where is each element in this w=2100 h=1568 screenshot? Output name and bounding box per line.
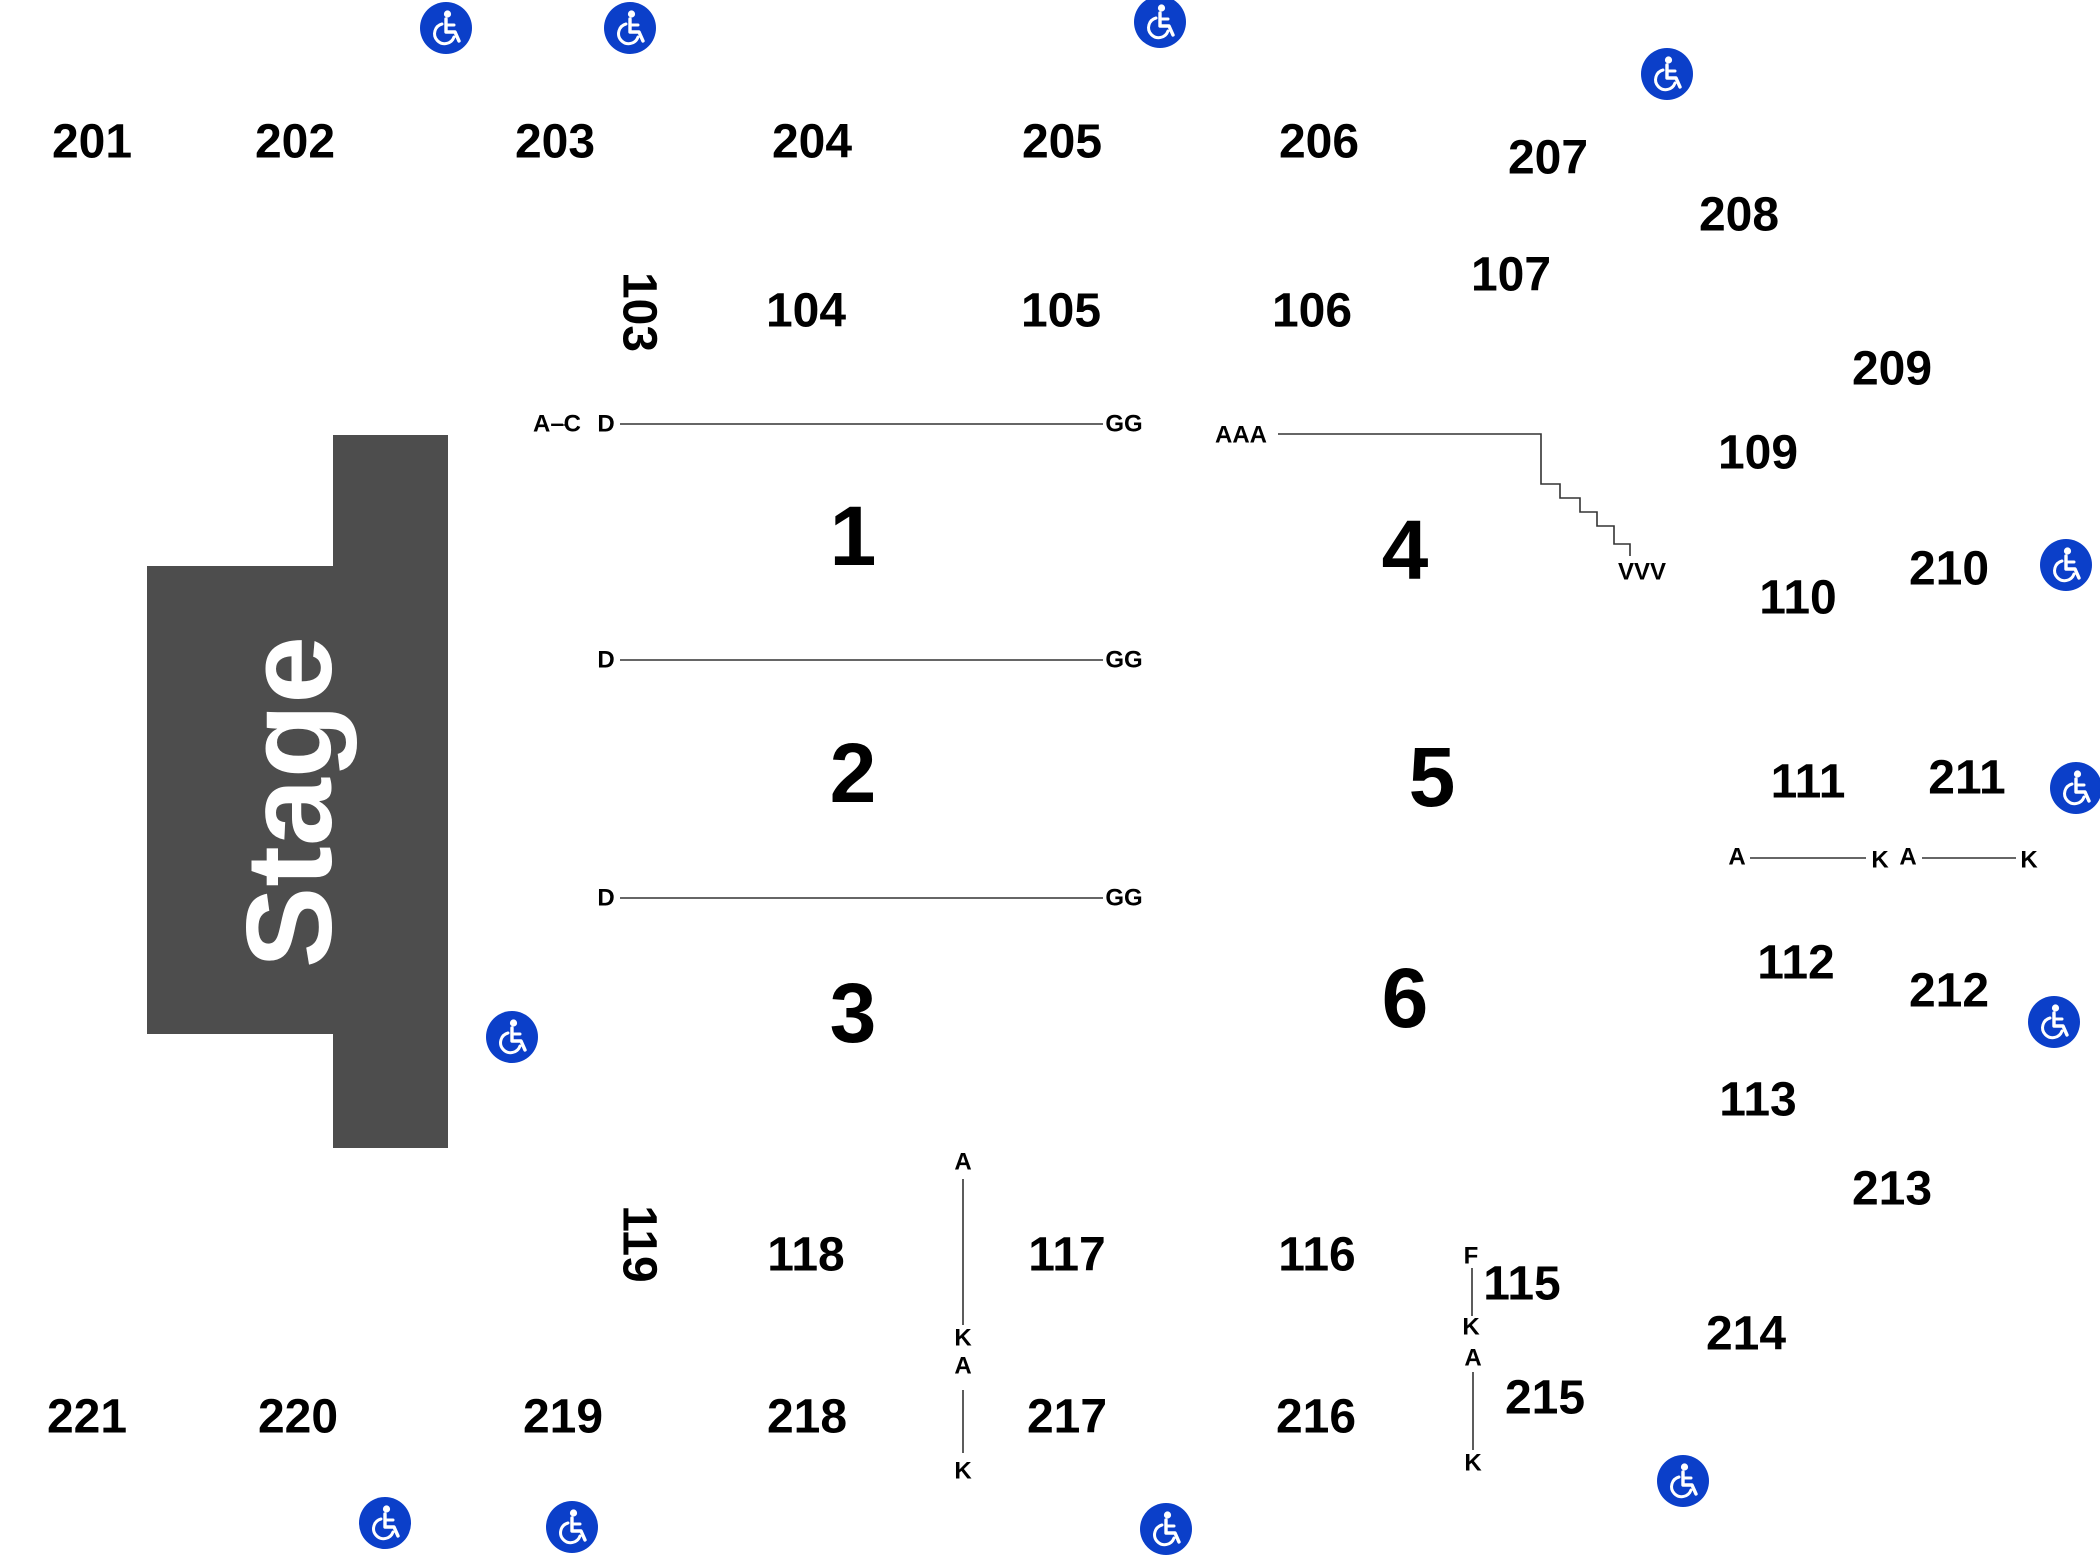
floor-sections: 1 2 3 4 5 6 [830, 489, 1456, 1060]
floor-section-5[interactable]: 5 [1409, 730, 1456, 824]
row-labels: A–C D GG D GG D GG AAA VVV A K A K A K A… [533, 410, 2038, 1484]
wheelchair-icon[interactable] [1655, 1453, 1711, 1509]
section-111[interactable]: 111 [1771, 756, 1846, 809]
wheelchair-icon[interactable] [2038, 537, 2094, 593]
section-105[interactable]: 105 [1021, 285, 1101, 338]
row-label-aaa: AAA [1215, 421, 1267, 448]
section-213[interactable]: 213 [1852, 1163, 1932, 1216]
floor-section-4[interactable]: 4 [1382, 503, 1429, 597]
section-106[interactable]: 106 [1272, 285, 1352, 338]
section-115[interactable]: 115 [1483, 1258, 1560, 1311]
section-107[interactable]: 107 [1471, 249, 1551, 302]
section-119[interactable]: 119 [612, 1205, 665, 1282]
section-110[interactable]: 110 [1759, 572, 1836, 625]
row-label-117-k: K [954, 1324, 972, 1351]
section-103[interactable]: 103 [612, 272, 665, 352]
section-206[interactable]: 206 [1279, 116, 1359, 169]
row-label-215-k: K [1464, 1449, 1482, 1476]
section-203[interactable]: 203 [515, 116, 595, 169]
section-117[interactable]: 117 [1028, 1229, 1105, 1282]
row-label-d-2: D [597, 646, 614, 673]
row-label-gg-3: GG [1105, 884, 1142, 911]
stage-label: Stage [221, 636, 357, 968]
row-label-111-k: K [1871, 846, 1889, 873]
row-label-217-a: A [954, 1352, 971, 1379]
wheelchair-icon[interactable] [418, 0, 474, 56]
wheelchair-icon[interactable] [2048, 760, 2100, 816]
row-label-215-a: A [1464, 1344, 1481, 1371]
section-209[interactable]: 209 [1852, 343, 1932, 396]
floor-section-2[interactable]: 2 [830, 726, 877, 820]
stage[interactable]: Stage [147, 435, 448, 1148]
section-211[interactable]: 211 [1928, 752, 2005, 805]
row-label-211-k: K [2020, 846, 2038, 873]
section-207[interactable]: 207 [1508, 132, 1588, 185]
stage-shape [147, 435, 448, 1148]
section-202[interactable]: 202 [255, 116, 335, 169]
row-label-217-k: K [954, 1457, 972, 1484]
section-219[interactable]: 219 [523, 1391, 603, 1444]
section-104[interactable]: 104 [766, 285, 846, 338]
floor-section-3[interactable]: 3 [830, 966, 877, 1060]
section-201[interactable]: 201 [52, 116, 132, 169]
section-208[interactable]: 208 [1699, 189, 1779, 242]
section-216[interactable]: 216 [1276, 1391, 1356, 1444]
section-109[interactable]: 109 [1718, 427, 1798, 480]
section-116[interactable]: 116 [1278, 1229, 1355, 1282]
section-210[interactable]: 210 [1909, 543, 1989, 596]
lower-level-sections: 103 104 105 106 107 109 110 111 112 113 … [612, 249, 1845, 1311]
row-label-d-1: D [597, 410, 614, 437]
row-label-115-k: K [1462, 1313, 1480, 1340]
row-line-section-4-stepped [1278, 433, 1631, 556]
section-214[interactable]: 214 [1706, 1308, 1786, 1361]
upper-level-sections: 201 202 203 204 205 206 207 208 209 210 … [47, 116, 2006, 1444]
section-113[interactable]: 113 [1719, 1074, 1796, 1127]
row-label-gg-2: GG [1105, 646, 1142, 673]
row-label-a-c: A–C [533, 410, 581, 437]
wheelchair-icon[interactable] [484, 1009, 540, 1065]
section-112[interactable]: 112 [1757, 937, 1834, 990]
wheelchair-icon[interactable] [1639, 46, 1695, 102]
row-label-gg-1: GG [1105, 410, 1142, 437]
wheelchair-icon[interactable] [602, 0, 658, 56]
row-label-111-a: A [1728, 843, 1745, 870]
section-221[interactable]: 221 [47, 1391, 127, 1444]
floor-section-1[interactable]: 1 [830, 489, 877, 583]
section-220[interactable]: 220 [258, 1391, 338, 1444]
floor-section-6[interactable]: 6 [1382, 951, 1429, 1045]
wheelchair-icon[interactable] [357, 1495, 413, 1551]
wheelchair-icon[interactable] [1132, 0, 1188, 50]
section-218[interactable]: 218 [767, 1391, 847, 1444]
section-217[interactable]: 217 [1027, 1391, 1107, 1444]
section-118[interactable]: 118 [767, 1229, 844, 1282]
section-204[interactable]: 204 [772, 116, 852, 169]
row-label-vvv: VVV [1618, 558, 1666, 585]
section-212[interactable]: 212 [1909, 965, 1989, 1018]
row-label-d-3: D [597, 884, 614, 911]
section-215[interactable]: 215 [1505, 1372, 1585, 1425]
row-label-117-a: A [954, 1148, 971, 1175]
wheelchair-icon[interactable] [1138, 1501, 1194, 1557]
section-205[interactable]: 205 [1022, 116, 1102, 169]
wheelchair-icon[interactable] [2026, 994, 2082, 1050]
wheelchair-icon[interactable] [544, 1499, 600, 1555]
row-label-115-f: F [1464, 1242, 1479, 1269]
row-lines [553, 423, 2016, 1453]
row-label-211-a: A [1899, 843, 1916, 870]
